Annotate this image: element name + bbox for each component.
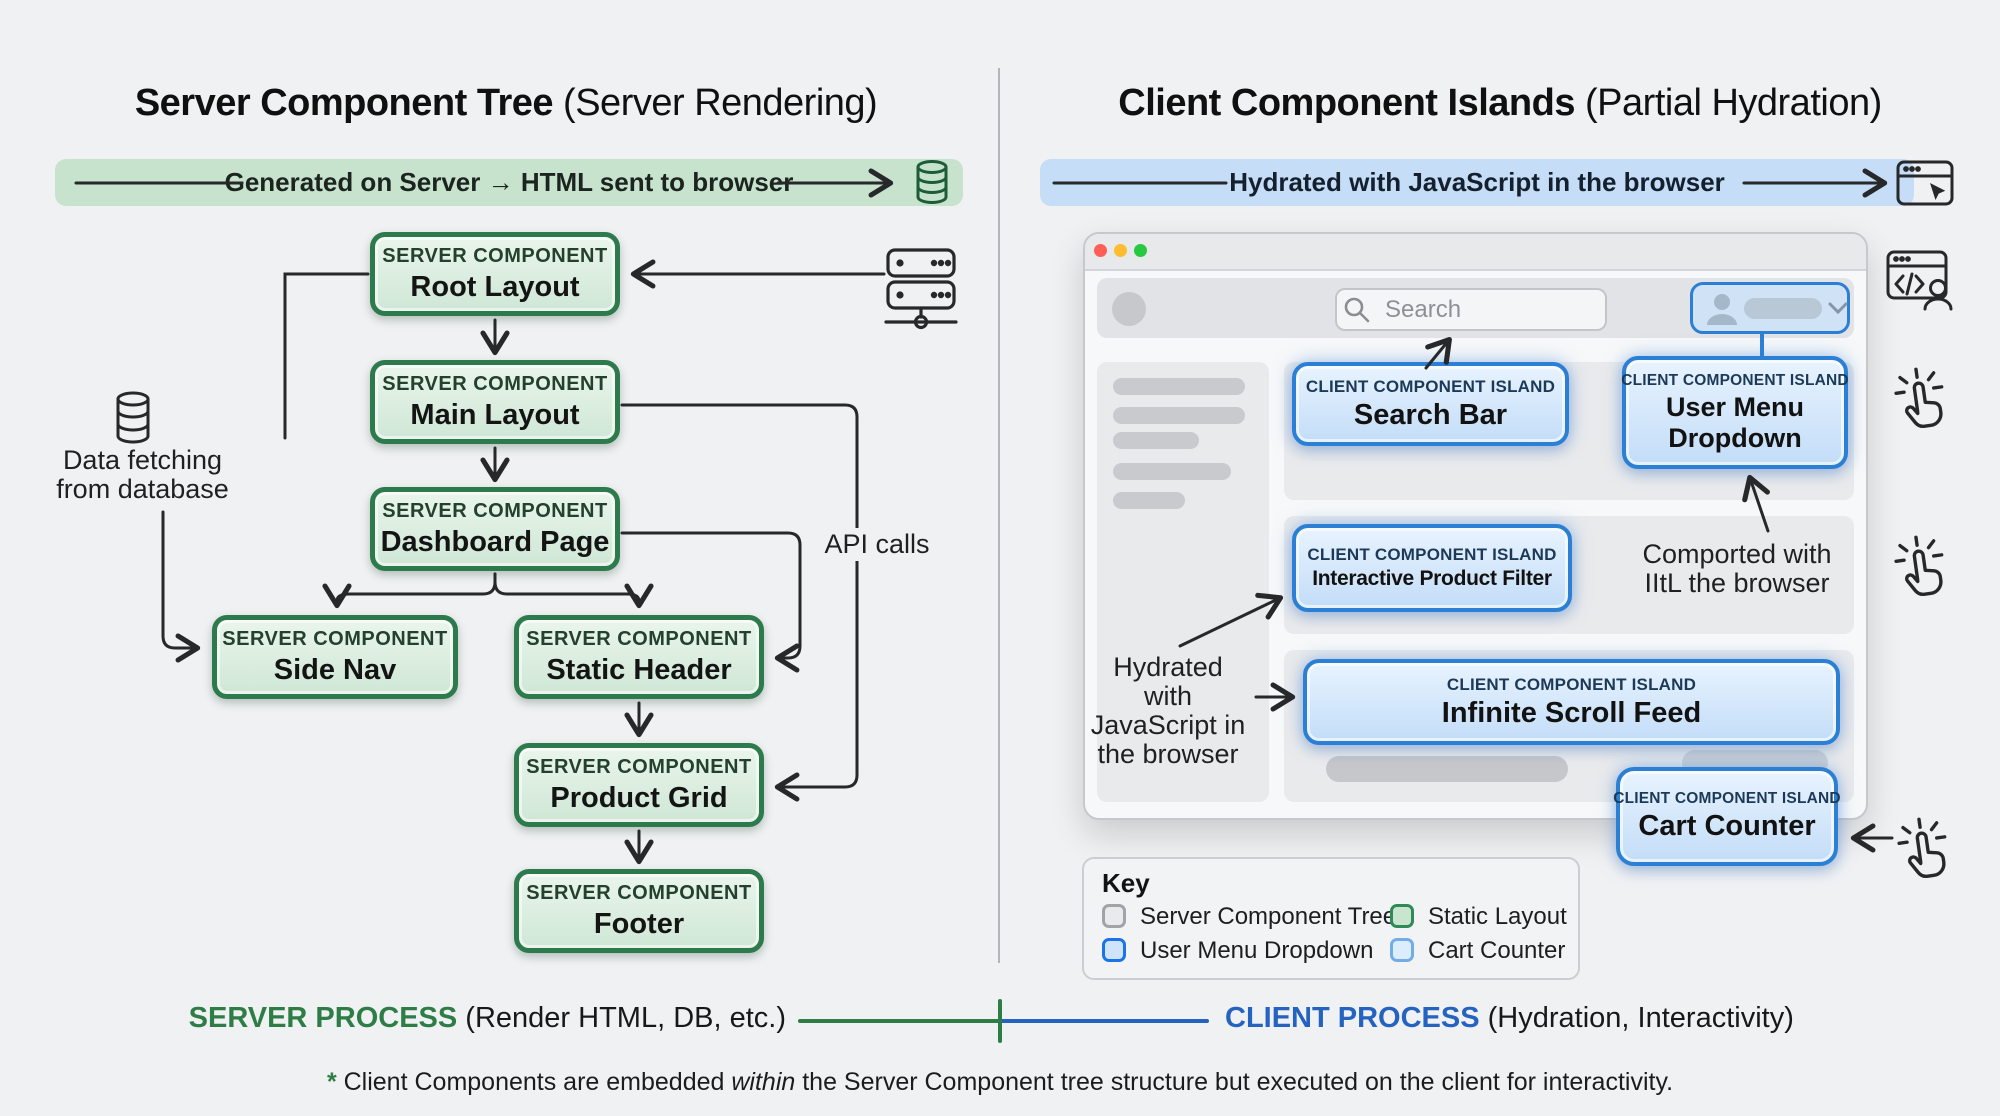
island-name: Interactive Product Filter bbox=[1312, 567, 1552, 590]
island-interactive-product-filter[interactable]: CLIENT COMPONENT ISLAND Interactive Prod… bbox=[1292, 524, 1572, 612]
traffic-light-zoom[interactable] bbox=[1134, 244, 1147, 257]
client-process-caption: CLIENT PROCESS (Hydration, Interactivity… bbox=[1225, 1002, 1794, 1034]
key-swatch-user-menu bbox=[1102, 938, 1126, 962]
node-root-layout: SERVER COMPONENT Root Layout bbox=[370, 232, 620, 316]
node-name: Footer bbox=[593, 907, 685, 940]
node-name: Product Grid bbox=[550, 781, 728, 814]
search-icon bbox=[1344, 297, 1370, 323]
node-label: SERVER COMPONENT bbox=[382, 244, 608, 267]
chevron-down-icon bbox=[1828, 302, 1848, 315]
island-label: CLIENT COMPONENT ISLAND bbox=[1446, 674, 1697, 694]
island-search-bar[interactable]: CLIENT COMPONENT ISLAND Search Bar bbox=[1292, 362, 1569, 446]
footnote: * Client Components are embedded within … bbox=[326, 1068, 1674, 1096]
browser-titlebar bbox=[1085, 234, 1866, 271]
sidebar-bar bbox=[1113, 378, 1245, 395]
api-calls-label: API calls bbox=[818, 528, 936, 562]
island-name: Infinite Scroll Feed bbox=[1441, 696, 1702, 729]
key-label: Static Layout bbox=[1428, 903, 1567, 930]
tree-connectors bbox=[161, 259, 886, 865]
island-label: CLIENT COMPONENT ISLAND bbox=[1305, 376, 1556, 396]
key-swatch-server-tree bbox=[1102, 904, 1126, 928]
node-side-nav: SERVER COMPONENT Side Nav bbox=[212, 615, 458, 699]
island-label: CLIENT COMPONENT ISLAND bbox=[1307, 545, 1557, 564]
key-swatch-cart-counter bbox=[1390, 938, 1414, 962]
node-static-header: SERVER COMPONENT Static Header bbox=[514, 615, 764, 699]
key-label: User Menu Dropdown bbox=[1140, 937, 1374, 964]
node-label: SERVER COMPONENT bbox=[526, 755, 752, 778]
node-product-grid: SERVER COMPONENT Product Grid bbox=[514, 743, 764, 827]
sidebar-bar bbox=[1113, 463, 1231, 480]
left-panel-title: Server Component Tree (Server Rendering) bbox=[6, 82, 1006, 125]
avatar bbox=[1112, 292, 1146, 326]
left-title-bold: Server Component Tree bbox=[134, 82, 554, 124]
node-label: SERVER COMPONENT bbox=[526, 881, 752, 904]
traffic-light-close[interactable] bbox=[1094, 244, 1107, 257]
right-panel-title: Client Component Islands (Partial Hydrat… bbox=[1000, 82, 2000, 125]
island-infinite-scroll-feed[interactable]: CLIENT COMPONENT ISLAND Infinite Scroll … bbox=[1303, 659, 1840, 745]
key-legend bbox=[1082, 857, 1580, 980]
island-cart-counter[interactable]: CLIENT COMPONENT ISLAND Cart Counter bbox=[1613, 767, 1841, 866]
node-label: SERVER COMPONENT bbox=[222, 627, 448, 650]
node-name: Static Header bbox=[546, 653, 732, 686]
island-user-menu-dropdown[interactable]: CLIENT COMPONENT ISLAND User Menu Dropdo… bbox=[1621, 356, 1849, 469]
user-icon bbox=[1707, 294, 1737, 325]
server-process-caption: SERVER PROCESS (Render HTML, DB, etc.) bbox=[188, 1002, 786, 1034]
island-label: CLIENT COMPONENT ISLAND bbox=[1613, 790, 1841, 807]
node-label: SERVER COMPONENT bbox=[382, 372, 608, 395]
right-title-suffix: (Partial Hydration) bbox=[1574, 82, 1882, 124]
click-icon bbox=[1894, 535, 1944, 596]
server-database-icon bbox=[916, 160, 948, 204]
node-name: Dashboard Page bbox=[380, 525, 610, 558]
key-swatch-static-layout bbox=[1390, 904, 1414, 928]
panel-divider bbox=[998, 68, 1000, 963]
database-icon bbox=[116, 391, 150, 444]
click-icon bbox=[1897, 817, 1947, 878]
node-footer: SERVER COMPONENT Footer bbox=[514, 869, 764, 953]
node-dashboard-page: SERVER COMPONENT Dashboard Page bbox=[370, 487, 620, 571]
node-name: Main Layout bbox=[410, 398, 580, 431]
feed-placeholder-pill bbox=[1326, 756, 1568, 782]
node-label: SERVER COMPONENT bbox=[382, 499, 608, 522]
hydrated-note: Hydrated with JavaScript in the browser bbox=[1090, 652, 1246, 770]
traffic-light-minimize[interactable] bbox=[1114, 244, 1127, 257]
island-name: Cart Counter bbox=[1638, 810, 1816, 842]
client-banner-text: Hydrated with JavaScript in the browser bbox=[1229, 167, 1725, 197]
island-label: CLIENT COMPONENT ISLAND bbox=[1621, 372, 1849, 390]
island-name: User Menu Dropdown bbox=[1665, 392, 1805, 453]
node-name: Side Nav bbox=[273, 653, 397, 686]
click-icon bbox=[1894, 367, 1944, 428]
sidebar-bar bbox=[1113, 492, 1185, 509]
user-menu-control[interactable] bbox=[1690, 282, 1850, 334]
server-icon bbox=[884, 248, 958, 330]
server-banner-text: Generated on Server → HTML sent to brows… bbox=[224, 167, 794, 197]
search-input[interactable] bbox=[1335, 288, 1607, 331]
key-label: Server Component Tree bbox=[1140, 903, 1397, 930]
key-title: Key bbox=[1102, 868, 1150, 898]
key-label: Cart Counter bbox=[1428, 937, 1566, 964]
node-main-layout: SERVER COMPONENT Main Layout bbox=[370, 360, 620, 444]
data-fetching-note: Data fetching from database bbox=[56, 445, 229, 505]
comported-note: Comported with IItL the browser bbox=[1642, 539, 1832, 599]
code-browser-icon bbox=[1886, 250, 1953, 311]
node-name: Root Layout bbox=[410, 270, 580, 303]
node-label: SERVER COMPONENT bbox=[526, 627, 752, 650]
browser-cursor-icon bbox=[1896, 160, 1954, 206]
process-timeline bbox=[798, 999, 1209, 1043]
sidebar-bar bbox=[1113, 407, 1245, 424]
left-title-suffix: (Server Rendering) bbox=[553, 82, 878, 124]
sidebar-bar bbox=[1113, 432, 1199, 449]
user-name-placeholder bbox=[1744, 298, 1822, 319]
right-title-bold: Client Component Islands bbox=[1118, 82, 1575, 124]
island-name: Search Bar bbox=[1353, 398, 1508, 431]
annotation-arrows bbox=[1178, 336, 1894, 853]
